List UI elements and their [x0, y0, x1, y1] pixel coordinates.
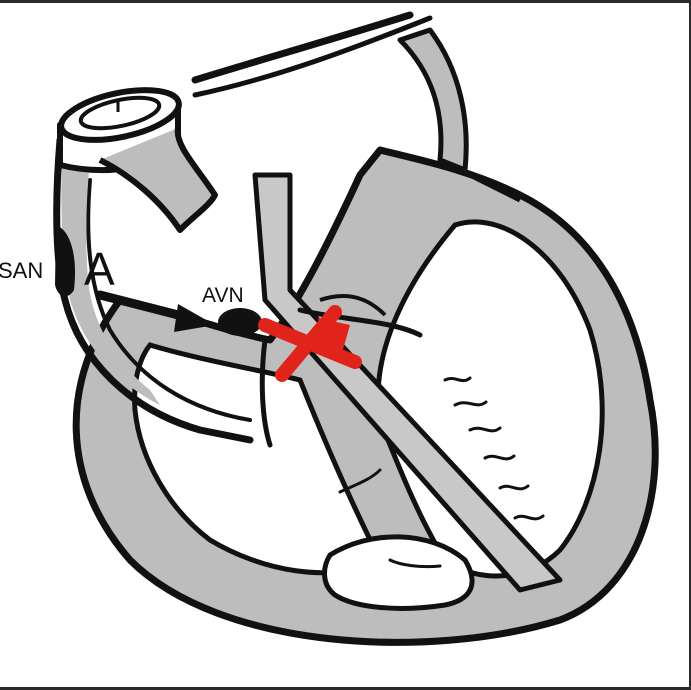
- avn-label: AVN: [202, 284, 244, 307]
- pulmonary-trunk: [400, 30, 466, 170]
- atrioventricular-node-marker: [218, 308, 262, 336]
- panel-letter-label: A: [84, 243, 115, 295]
- apex-pocket: [325, 537, 473, 609]
- aortic-arch-inner: [195, 18, 430, 95]
- san-label: SAN: [0, 258, 43, 283]
- aortic-arch-outer: [195, 15, 410, 80]
